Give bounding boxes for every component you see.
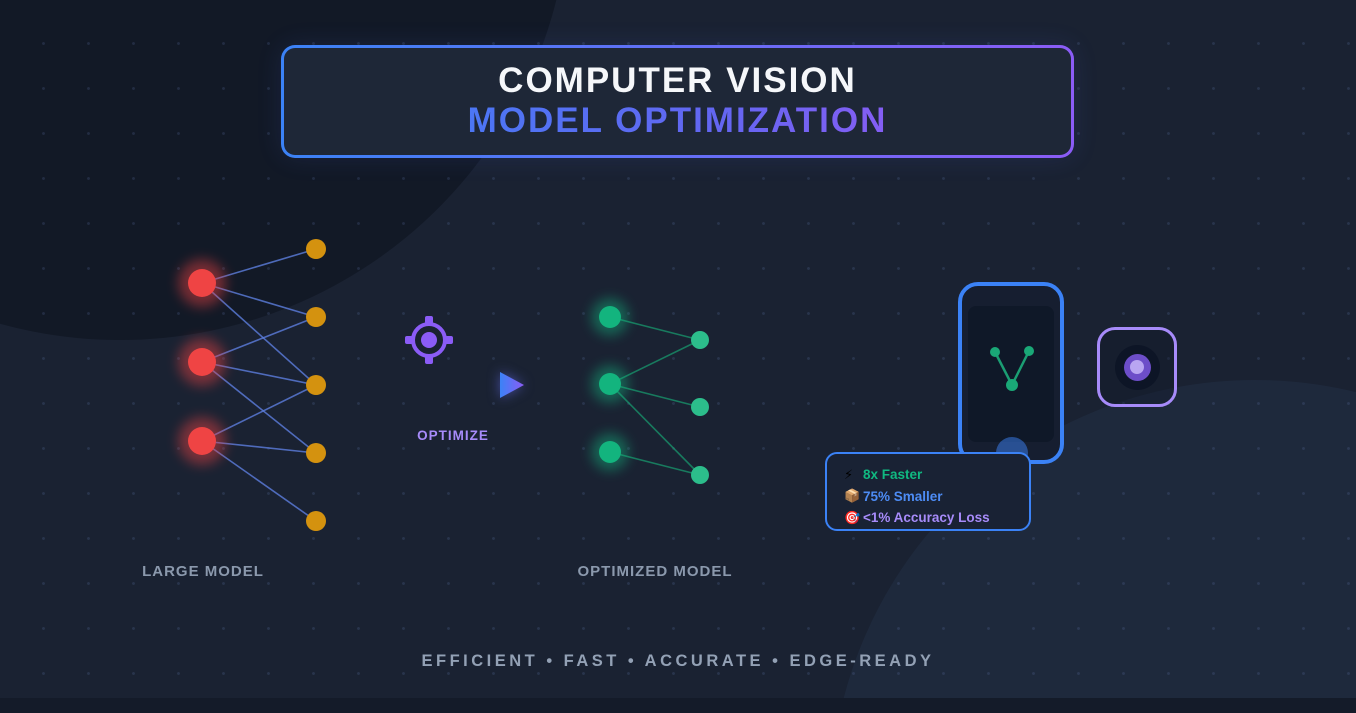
large-model-network-edge [201, 440, 317, 522]
large-model-network-edge [201, 361, 317, 386]
stat-row: 📦75% Smaller [844, 487, 1029, 506]
optimized-model-network-node-glow [591, 298, 629, 336]
lightning-icon: ⚡ [844, 466, 854, 482]
large-model-label: LARGE MODEL [142, 563, 264, 580]
large-model-network-edge [201, 248, 317, 284]
optimized-model-network-node [691, 398, 709, 416]
large-model-network-node-glow [178, 338, 226, 386]
large-model-network-node [306, 239, 326, 259]
title-line-1: COMPUTER VISION [498, 61, 857, 100]
package-icon: 📦 [844, 488, 861, 503]
optimized-model-network-edge [609, 383, 701, 476]
optimized-model-network [591, 298, 709, 484]
large-model-network-node [188, 269, 216, 297]
stat-text: <1% Accuracy Loss [863, 510, 990, 525]
stats-card: ⚡8x Faster📦75% Smaller🎯<1% Accuracy Loss [825, 452, 1031, 531]
stat-text: 75% Smaller [863, 488, 943, 504]
tagline: EFFICIENT • FAST • ACCURATE • EDGE-READY [421, 652, 935, 670]
phone-screen [968, 306, 1054, 442]
large-model-network-node-glow [178, 417, 226, 465]
large-model-network-node [306, 307, 326, 327]
optimized-model-network-edge [609, 451, 701, 476]
large-model-network-node [188, 427, 216, 455]
large-model-network-edge [201, 361, 317, 454]
large-model-network-edge [201, 440, 317, 454]
optimized-model-network-edge [609, 383, 701, 408]
optimized-model-network-edge [609, 316, 701, 341]
optimized-model-network-node-glow [591, 433, 629, 471]
camera-icon [1097, 327, 1177, 407]
large-model-network-edge [201, 282, 317, 318]
optimized-model-network-edge [609, 339, 701, 385]
stat-row: 🎯<1% Accuracy Loss [844, 508, 1029, 527]
play-arrow-icon [500, 372, 524, 398]
bottom-bar [0, 698, 1356, 713]
optimized-model-network-node [691, 466, 709, 484]
large-model-network-node [306, 443, 326, 463]
large-model-network-node [188, 348, 216, 376]
optimized-model-network-node-glow [591, 365, 629, 403]
large-model-network-edge [201, 316, 317, 363]
large-model-network [178, 239, 326, 531]
large-model-network-node-glow [178, 259, 226, 307]
camera-lens-outer [1114, 344, 1160, 390]
large-model-network-node [306, 511, 326, 531]
optimized-model-network-node [599, 441, 621, 463]
large-model-network-edge [201, 384, 317, 442]
optimized-model-network-node [691, 331, 709, 349]
optimized-model-label: OPTIMIZED MODEL [577, 563, 733, 580]
optimize-target-icon [405, 316, 453, 364]
title-line-2: MODEL OPTIMIZATION [284, 101, 1071, 141]
optimize-label: OPTIMIZE [417, 428, 489, 443]
title-box: COMPUTER VISION MODEL OPTIMIZATION [281, 45, 1074, 158]
camera-lens-ring [1123, 353, 1151, 381]
optimized-model-network-node [599, 373, 621, 395]
stat-row: ⚡ 8x Faster [844, 465, 1029, 484]
optimized-model-network-node [599, 306, 621, 328]
large-model-network-node [306, 375, 326, 395]
camera-lens-core [1130, 360, 1144, 374]
target-icon: 🎯 [844, 509, 861, 525]
stat-text: 8x Faster [863, 467, 923, 482]
large-model-network-edge [201, 282, 317, 386]
